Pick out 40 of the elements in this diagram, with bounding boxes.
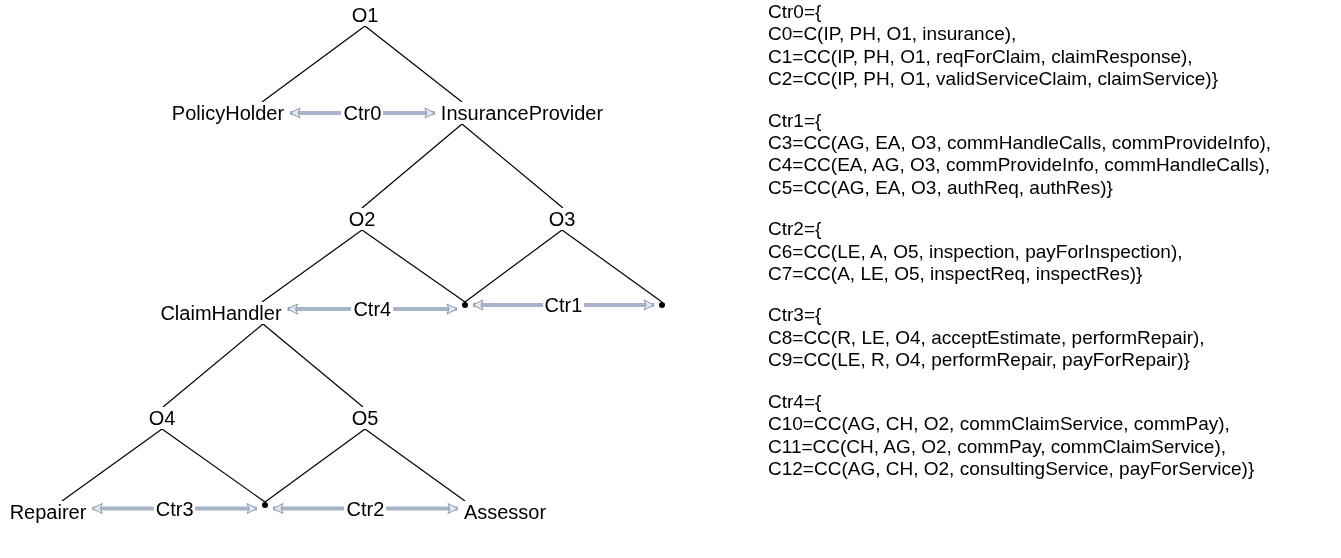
tree-line — [361, 229, 466, 303]
tree-line — [561, 229, 663, 303]
tree-line — [61, 428, 163, 502]
constraint-text: C10=CC(AG, CH, O2, commClaimService, commPay), — [768, 413, 1231, 436]
tree-line — [464, 229, 563, 303]
constraint-text: C4=CC(EA, AG, O3, commProvideInfo, commHandleCalls), — [768, 154, 1272, 177]
constraint-text: C6=CC(LE, A, O5, inspection, payForInspection), — [768, 240, 1184, 264]
tree-line — [364, 25, 463, 103]
node-label: O2 — [347, 208, 377, 230]
constraint-text: C7=CC(A, LE, O5, inspectReq, inspectRes)} — [768, 263, 1144, 286]
constraint-text: Ctr4={ — [768, 390, 823, 414]
node-label: O5 — [350, 407, 380, 429]
tree-line — [461, 123, 564, 209]
node-label: ClaimHandler — [159, 302, 283, 324]
constraint-text: C8=CC(R, LE, O4, acceptEstimate, performRepair), — [768, 326, 1206, 350]
node-label: PolicyHolder — [170, 102, 286, 124]
node-label: O3 — [547, 208, 577, 230]
tree-line — [361, 123, 463, 209]
constraint-text: C0=C(IP, PH, O1, insurance), — [768, 23, 1018, 46]
tree-line — [262, 323, 364, 408]
tree-line — [261, 25, 366, 103]
node-label: InsuranceProvider — [439, 102, 605, 124]
constraint-text: C2=CC(IP, PH, O1, validServiceClaim, claimService)} — [768, 68, 1219, 91]
constraint-text: C12=CC(AG, CH, O2, consultingService, payForService)} — [768, 457, 1256, 481]
constraint-text: C11=CC(CH, AG, O2, commPay, commClaimService), — [768, 435, 1228, 458]
constraint-text: C1=CC(IP, PH, O1, reqForClaim, claimResponse), — [768, 45, 1194, 69]
tree-line — [364, 428, 466, 502]
tree-line — [161, 428, 266, 503]
tree-line — [162, 323, 264, 408]
constraint-text: Ctr0={ — [768, 1, 823, 24]
constraint-text: Ctr1={ — [768, 109, 823, 133]
constraint-text: Ctr2={ — [768, 218, 823, 241]
constraint-text: Ctr3={ — [768, 304, 823, 327]
tree-line — [264, 428, 366, 503]
constraint-text: C3=CC(AG, EA, O3, commHandleCalls, commProvideInfo), — [768, 132, 1272, 155]
node-label: Repairer — [8, 501, 88, 523]
constraint-text: C5=CC(AG, EA, O3, authReq, authRes)} — [768, 176, 1114, 200]
tree-line — [261, 229, 363, 303]
constraint-text: C9=CC(LE, R, O4, performRepair, payForRepair)} — [768, 349, 1191, 372]
node-label: O4 — [147, 407, 177, 429]
